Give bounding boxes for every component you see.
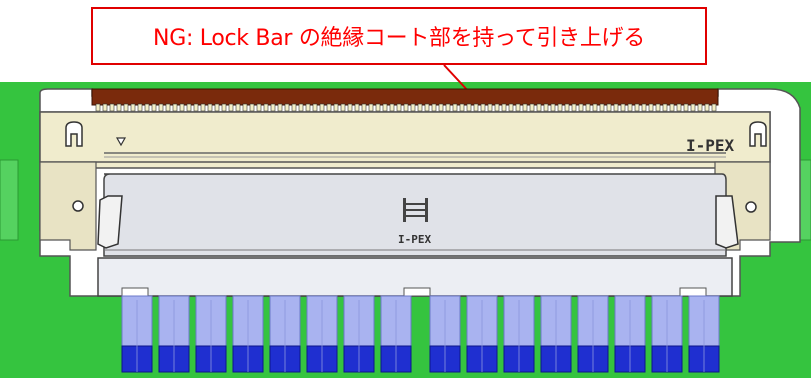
left-latch	[97, 195, 123, 249]
right-latch	[715, 195, 739, 249]
lock-bar	[91, 88, 719, 106]
left-hole	[72, 200, 84, 212]
pin	[429, 295, 461, 373]
pin	[651, 295, 683, 373]
pin	[688, 295, 720, 373]
pin	[614, 295, 646, 373]
pin	[466, 295, 498, 373]
callout-pointer	[443, 64, 471, 94]
warning-callout: NG: Lock Bar の絶縁コート部を持って引き上げる	[91, 7, 707, 65]
right-hole	[745, 201, 757, 213]
pin	[306, 295, 338, 373]
pin	[195, 295, 227, 373]
lock-bar-contacts	[95, 103, 717, 112]
pin	[269, 295, 301, 373]
left-hook	[65, 121, 83, 147]
pin1-marker-down	[115, 137, 127, 147]
brand-label: I-PEX	[686, 136, 735, 155]
right-hook	[749, 121, 767, 147]
pin	[121, 295, 153, 373]
pin	[158, 295, 190, 373]
center-logo	[403, 198, 428, 222]
warning-callout-text: NG: Lock Bar の絶縁コート部を持って引き上げる	[153, 26, 645, 51]
pin	[232, 295, 264, 373]
pin	[380, 295, 412, 373]
pin	[540, 295, 572, 373]
connector-pins	[121, 295, 720, 373]
pin	[577, 295, 609, 373]
pin	[503, 295, 535, 373]
pin	[343, 295, 375, 373]
center-logo-text: I-PEX	[398, 233, 431, 246]
